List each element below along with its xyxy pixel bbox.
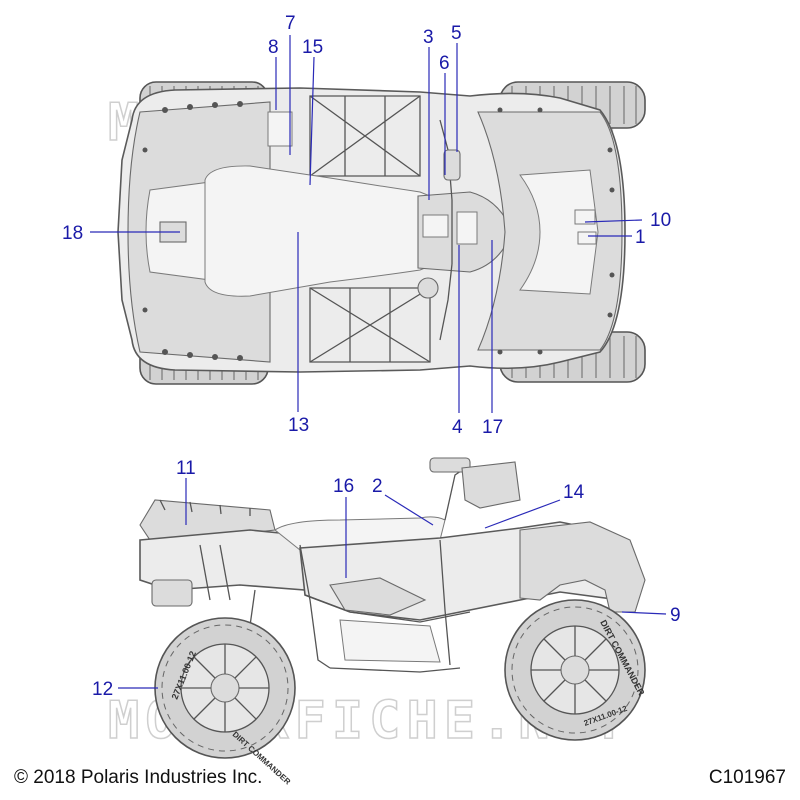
callout-4: 4 xyxy=(452,417,463,438)
callout-3: 3 xyxy=(423,27,434,48)
top-frame-lattice xyxy=(309,95,431,363)
display-pod xyxy=(456,211,478,245)
atv-top-view xyxy=(117,81,646,385)
callout-14: 14 xyxy=(563,482,585,503)
callout-7: 7 xyxy=(285,13,296,34)
callout-1: 1 xyxy=(635,227,646,248)
callout-18: 18 xyxy=(62,223,83,244)
callout-11: 11 xyxy=(176,458,196,479)
callout-17: 17 xyxy=(482,417,503,438)
callout-2: 2 xyxy=(372,476,383,497)
callout-6: 6 xyxy=(439,53,450,74)
callout-16: 16 xyxy=(333,476,354,497)
rear-decal-panel xyxy=(267,111,293,147)
side-display-pod xyxy=(461,461,521,509)
callout-10: 10 xyxy=(650,210,671,231)
leader-lines xyxy=(90,35,667,689)
callout-12: 12 xyxy=(92,679,113,700)
callout-13: 13 xyxy=(288,415,309,436)
callout-numbers: 7 8 15 3 5 6 10 1 18 13 4 17 11 16 2 14 … xyxy=(62,13,681,700)
atv-side-view: 27X11.00-12 DIRT COMMANDER DIRT COMMANDE… xyxy=(139,457,647,787)
callout-9: 9 xyxy=(670,605,681,626)
callout-5: 5 xyxy=(451,23,462,44)
copyright-notice: © 2018 Polaris Industries Inc. xyxy=(14,767,263,788)
front-fender xyxy=(519,521,646,613)
callout-15: 15 xyxy=(302,37,323,58)
diagram-id: C101967 xyxy=(708,767,786,788)
tank-decal xyxy=(422,214,449,238)
callout-8: 8 xyxy=(268,37,279,58)
rear-wheel xyxy=(154,617,296,759)
front-wheel xyxy=(504,599,646,741)
